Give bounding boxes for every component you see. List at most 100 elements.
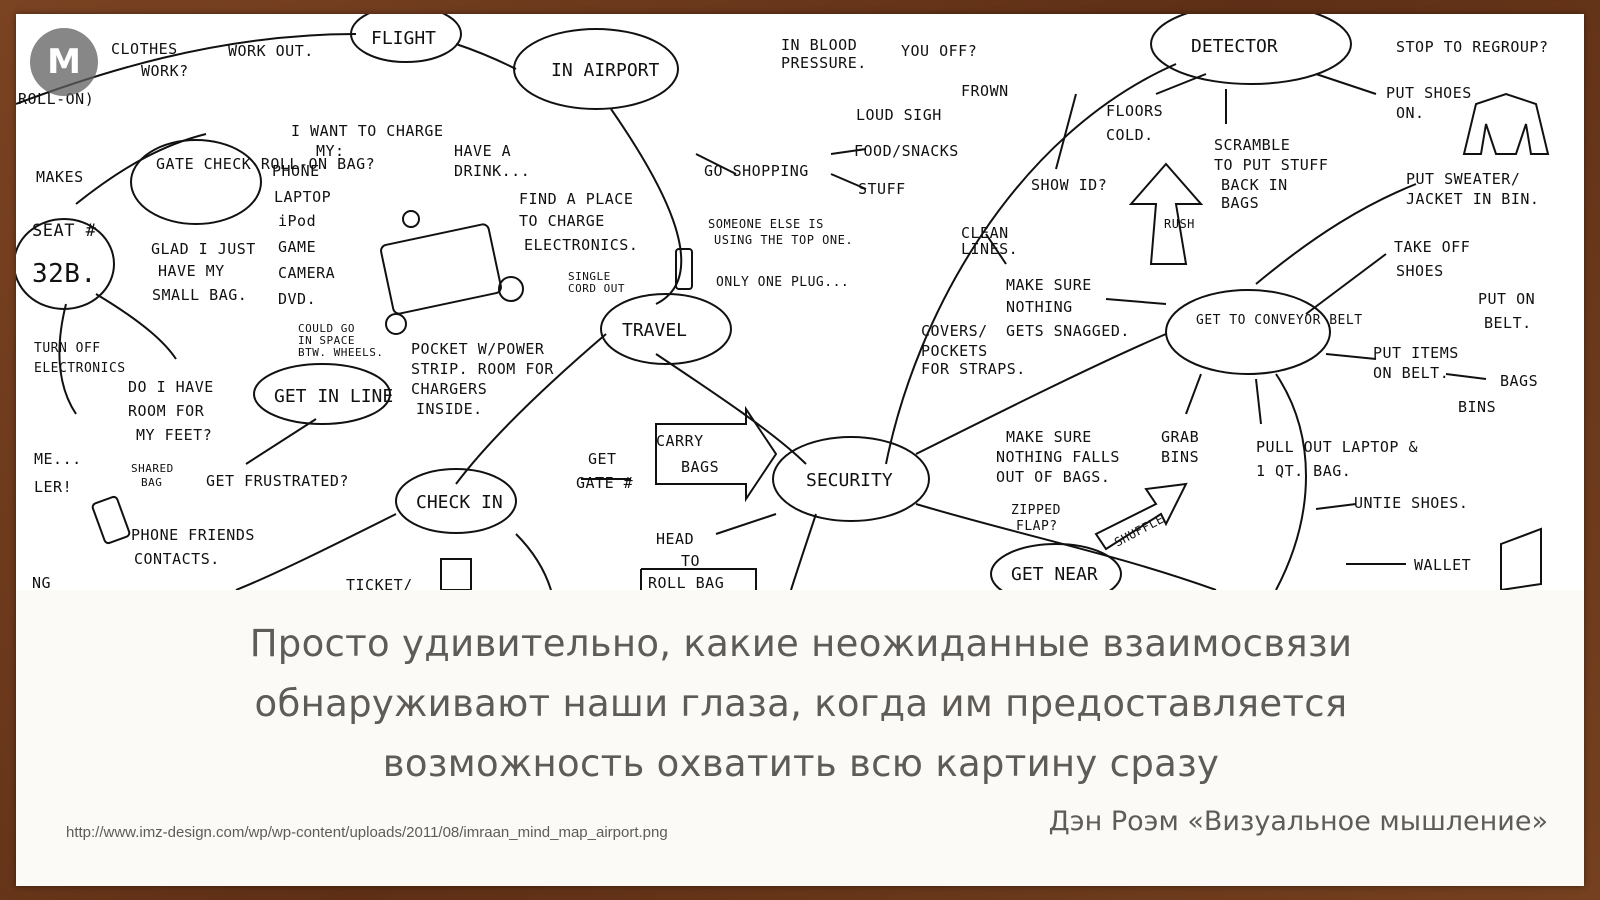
mm-note: USING THE TOP ONE. [714,233,853,247]
mm-connector [95,293,177,360]
mm-note: STUFF [858,180,906,198]
mm-note: ROOM FOR [128,402,205,420]
mm-note: TO PUT STUFF [1214,156,1328,174]
mm-note: GO SHOPPING [704,162,809,180]
mm-note: INSIDE. [416,400,483,418]
mm-note: CAMERA [278,264,335,282]
mm-connector [695,153,737,175]
mm-doodle-wheel [385,313,407,335]
mm-doodle-wheel [498,276,524,302]
mm-connector [455,43,517,70]
mm-note: UNTIE SHOES. [1354,494,1468,512]
mm-node-label: FLIGHT [371,28,436,49]
mm-note: CLEAN [961,224,1009,242]
mm-note: MY: [316,142,345,160]
mm-node-check-in [395,468,517,534]
mm-note: DVD. [278,290,316,308]
mm-note: SOMEONE ELSE IS [708,217,824,231]
mm-node-seat [16,218,115,310]
mm-connector [915,333,1167,455]
mm-doodle-power-strip [380,223,502,315]
mm-connector [1315,73,1377,95]
mm-node-label: CHECK IN [416,492,503,513]
mm-note: YOU OFF? [901,42,977,60]
quote-line: обнаруживают наши глаза, когда им предос… [254,682,1348,725]
mm-note: SHARED [131,462,174,475]
mm-doodle-key [402,210,420,228]
mm-note: TO CHARGE [519,212,605,230]
mm-note: TO [681,552,700,570]
mm-note: BTW. WHEELS. [298,346,383,359]
mm-note: GRAB [1161,428,1199,446]
mm-note: MAKE SURE [1006,428,1092,446]
mm-connector [1325,353,1377,360]
mm-note: 32B. [32,259,97,289]
mind-map-image: FLIGHT IN AIRPORT DETECTOR TRAVEL GET IN… [16,14,1584,590]
mm-note: NOTHING FALLS [996,448,1120,466]
mm-node-label: GET IN LINE [274,386,393,407]
mm-connector [1275,373,1307,590]
mm-doodle-wallet [1500,527,1542,590]
mm-node-label: TRAVEL [622,320,687,341]
mm-connector [1155,73,1207,95]
mm-note: WORK? [141,62,189,80]
mm-note: CORD OUT [568,282,625,295]
mm-note: DO I HAVE [128,378,214,396]
slide-quote: Просто удивительно, какие неожиданные вз… [56,614,1546,794]
mm-note: DRINK... [454,162,530,180]
mm-note: PUT SWEATER/ [1406,170,1520,188]
mm-node-label: GET NEAR [1011,564,1098,585]
mm-node-in-airport [513,28,679,110]
mm-connector [1305,253,1387,315]
mm-note: FOR STRAPS. [921,360,1026,378]
mm-note: FROWN [961,82,1009,100]
mm-note: POCKET W/POWER [411,340,545,358]
mm-note: RUSH [1164,217,1195,231]
mm-note: WALLET [1414,556,1471,574]
mm-node-get-near [990,543,1122,590]
mm-note: GAME [278,238,316,256]
mm-note: 1 QT. BAG. [1256,462,1351,480]
mm-node-detector [1150,14,1352,85]
mm-note: MAKES [36,168,84,186]
mm-connector [1105,298,1167,305]
mm-note: WORK OUT. [228,42,314,60]
mm-note: PRESSURE. [781,54,867,72]
mm-note: POCKETS [921,342,988,360]
mm-connector [790,513,817,590]
mm-connector [610,108,683,305]
mm-note: SHOW ID? [1031,176,1107,194]
mm-note: NG [32,574,51,590]
mm-note: FLOORS [1106,102,1163,120]
mm-note: GET FRUSTRATED? [206,472,349,490]
mm-note: I WANT TO CHARGE [291,122,444,140]
mm-note: PUT SHOES [1386,84,1472,102]
mm-note: CARRY [656,432,704,450]
mm-note: HAVE MY [158,262,225,280]
mm-note: OUT OF BAGS. [996,468,1110,486]
mm-connector [1185,373,1202,415]
mm-note: NOTHING [1006,298,1073,316]
mm-note: ELECTRONICS. [524,236,638,254]
mm-connector [1315,503,1357,510]
source-url: http://www.imz-design.com/wp/wp-content/… [66,824,668,841]
mm-doodle-roll-bag [640,568,757,590]
mm-note: TAKE OFF [1394,238,1470,256]
mm-node-label: GATE CHECK ROLL-ON BAG? [156,155,375,173]
mm-note: iPod [278,212,316,230]
mm-note: GET [588,450,617,468]
mm-note: ROLL-ON) [18,90,94,108]
mm-note: SMALL BAG. [152,286,247,304]
mm-note: CLOTHES [111,40,178,58]
mm-note: TICKET/ [346,576,413,590]
mm-note: CONTACTS. [134,550,220,568]
mm-note: ON BELT. [1373,364,1449,382]
mm-note: BAGS [1221,194,1259,212]
mm-note: ZIPPED [1011,503,1061,518]
book-attribution: Дэн Роэм «Визуальное мышление» [1048,806,1548,837]
mm-note: ME... [34,450,82,468]
mm-note: COLD. [1106,126,1154,144]
mm-connector [58,303,77,415]
mm-node-flight [350,14,462,63]
mm-node-travel [600,293,732,365]
